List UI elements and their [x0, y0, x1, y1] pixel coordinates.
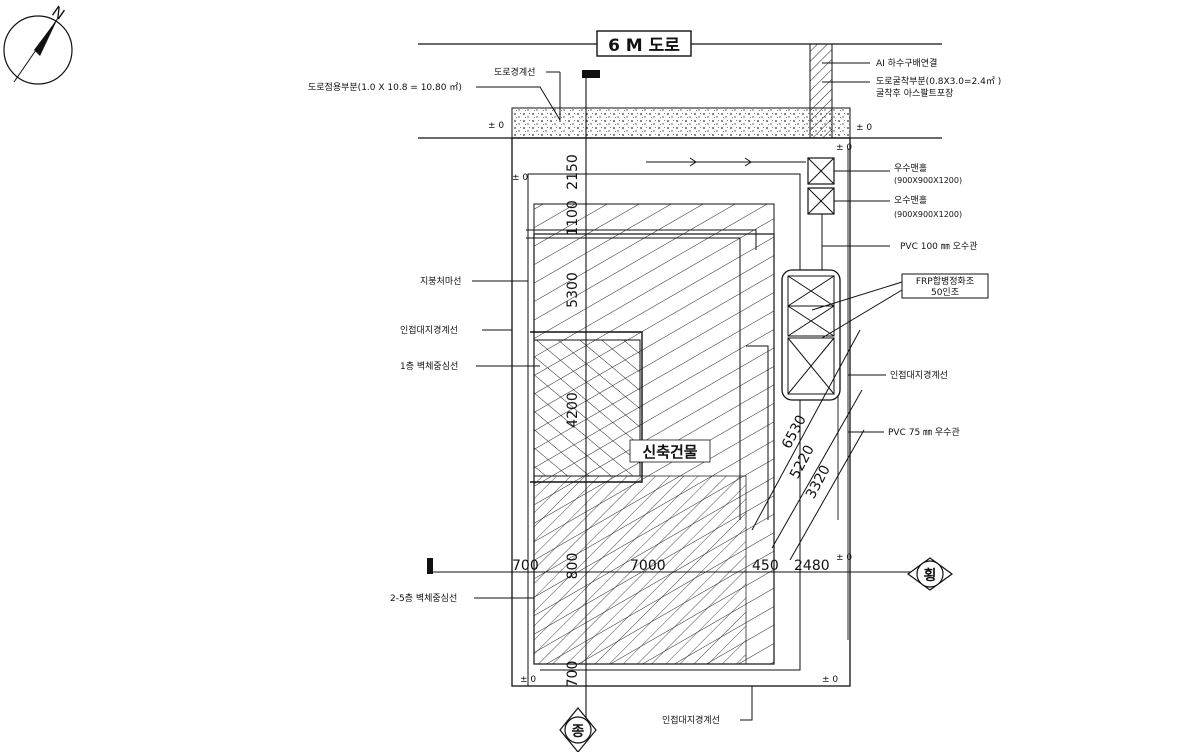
level-mark: ± 0	[856, 123, 872, 133]
label-pvc75: PVC 75 ㎜ 우수관	[888, 427, 960, 438]
label-rain-manhole: 우수맨홀	[894, 162, 927, 174]
diagonal-dimensions	[751, 329, 865, 561]
rain-manhole	[807, 157, 835, 185]
dim-text: 700	[565, 661, 581, 688]
dim-text: 7000	[630, 558, 666, 574]
label-road-excavation-1: 도로굴착부분(0.8X3.0=2.4㎡ )	[876, 76, 1001, 87]
label-adjacent-boundary-bottom: 인접대지경계선	[662, 714, 720, 726]
label-sewage-manhole: 오수맨홀	[894, 194, 927, 206]
label-rain-manhole-size: (900X900X1200)	[894, 176, 962, 185]
drainage	[646, 148, 849, 640]
section-mark-right: 횡	[924, 567, 937, 584]
section-lines: 횡 종	[427, 70, 954, 752]
annotation-labels: 도로경계선 도로점용부분(1.0 X 10.8 = 10.80 ㎡) AI 하수…	[308, 58, 1001, 726]
label-adjacent-boundary-right: 인접대지경계선	[890, 369, 948, 381]
label-sewer-connect: AI 하수구배연결	[876, 58, 937, 69]
north-compass: N	[3, 2, 73, 85]
label-road-excavation-2: 굴착후 아스팔트포장	[876, 87, 953, 99]
label-sewage-manhole-size: (900X900X1200)	[894, 210, 962, 219]
label-road-boundary: 도로경계선	[494, 66, 535, 78]
dim-text: 700	[512, 558, 539, 574]
dim-text: 2480	[794, 558, 830, 574]
label-road-usage: 도로점용부분(1.0 X 10.8 = 10.80 ㎡)	[308, 81, 462, 93]
level-mark: ± 0	[822, 675, 838, 685]
level-mark: ± 0	[520, 675, 536, 685]
building-footprint: 신축건물	[526, 203, 775, 665]
label-parking-line: 지붕처마선	[420, 275, 461, 287]
building-label: 신축건물	[642, 443, 697, 461]
dim-text: 800	[565, 553, 581, 580]
level-mark: ± 0	[836, 143, 852, 153]
dim-text: 4200	[565, 392, 581, 428]
label-frp-tank-2: 50인조	[931, 287, 959, 298]
level-marks: ± 0 ± 0 ± 0 ± 0 ± 0 ± 0 ± 0	[488, 121, 872, 685]
dim-text: 5300	[565, 272, 581, 308]
dim-text: 450	[752, 558, 779, 574]
label-frp-tank-1: FRP합병정화조	[916, 276, 974, 287]
septic-tank	[781, 269, 841, 401]
excavation-strip	[809, 43, 833, 139]
level-mark: ± 0	[512, 173, 528, 183]
label-pvc100: PVC 100 ㎜ 오수관	[900, 241, 977, 252]
label-wall-center-2-5f: 2-5층 벽체중심선	[390, 593, 457, 604]
level-mark: ± 0	[488, 121, 504, 131]
road-paving-band	[511, 107, 851, 139]
north-label: N	[48, 2, 68, 23]
road-title: 6 M 도로	[608, 36, 680, 56]
dim-text: 1100	[565, 200, 581, 236]
leader-lines	[472, 62, 989, 721]
label-adjacent-boundary-left: 인접대지경계선	[400, 324, 458, 336]
label-wall-center-1f: 1층 벽체중심선	[400, 361, 458, 372]
sewage-manhole	[807, 187, 835, 215]
road: 6 M 도로	[418, 30, 942, 139]
dim-text: 2150	[565, 154, 581, 190]
section-mark-bottom: 종	[572, 724, 585, 740]
level-mark: ± 0	[836, 553, 852, 563]
